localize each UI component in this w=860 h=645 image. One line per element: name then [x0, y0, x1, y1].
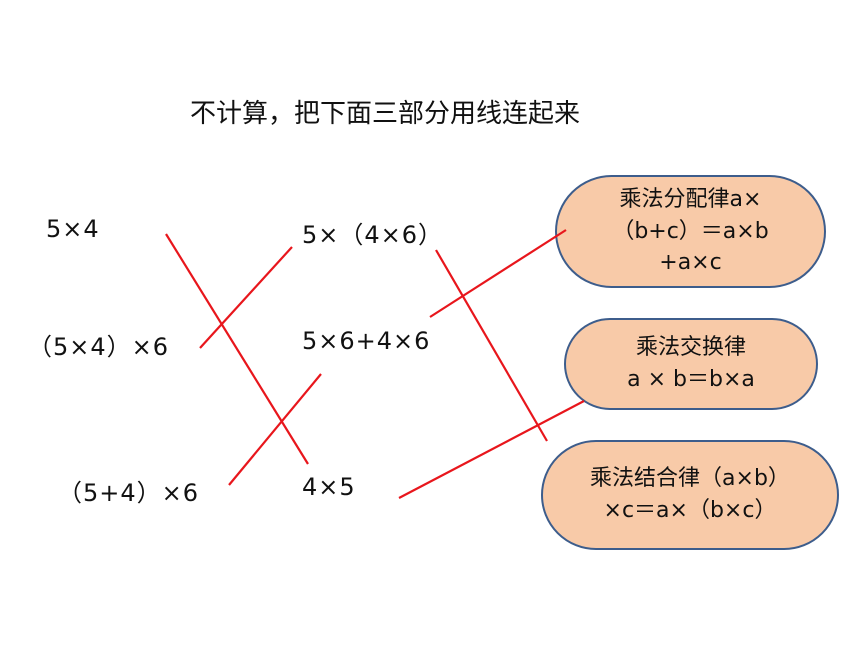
- middle-expr-3: 4×5: [302, 473, 356, 501]
- middle-expr-1: 5×（4×6）: [302, 221, 444, 249]
- law-distributive-bubble: 乘法分配律a× （b+c）＝a×b +a×c: [555, 175, 826, 288]
- left-expr-1: 5×4: [46, 215, 100, 243]
- law-distributive-line-1: 乘法分配律a×: [619, 186, 762, 212]
- connector-5x4-to-4x5: [165, 233, 309, 465]
- instruction-title: 不计算，把下面三部分用线连起来: [190, 99, 581, 129]
- law-commutative-line-2: a × b＝b×a: [627, 367, 755, 392]
- law-associative-line-2: ×c＝a×（b×c）: [603, 498, 777, 523]
- law-associative-bubble: 乘法结合律（a×b） ×c＝a×（b×c）: [541, 440, 839, 550]
- connector-middle2-to-distributive: [429, 229, 567, 318]
- law-distributive-line-3: +a×c: [659, 250, 722, 276]
- law-commutative-bubble: 乘法交换律 a × b＝b×a: [564, 318, 818, 410]
- connector-left3-to-middle2: [228, 373, 322, 486]
- left-expr-3: （5+4）×6: [58, 479, 200, 507]
- law-associative-line-1: 乘法结合律（a×b）: [590, 466, 790, 492]
- law-distributive-line-2: （b+c）＝a×b: [612, 218, 769, 244]
- left-expr-2: （5×4）×6: [28, 333, 170, 361]
- law-commutative-line-1: 乘法交换律: [635, 335, 746, 361]
- connector-left2-to-middle1: [199, 246, 293, 349]
- connector-middle1-to-associative: [435, 249, 548, 442]
- connector-middle3-to-commutative: [398, 400, 585, 499]
- middle-expr-2: 5×6+4×6: [302, 327, 431, 355]
